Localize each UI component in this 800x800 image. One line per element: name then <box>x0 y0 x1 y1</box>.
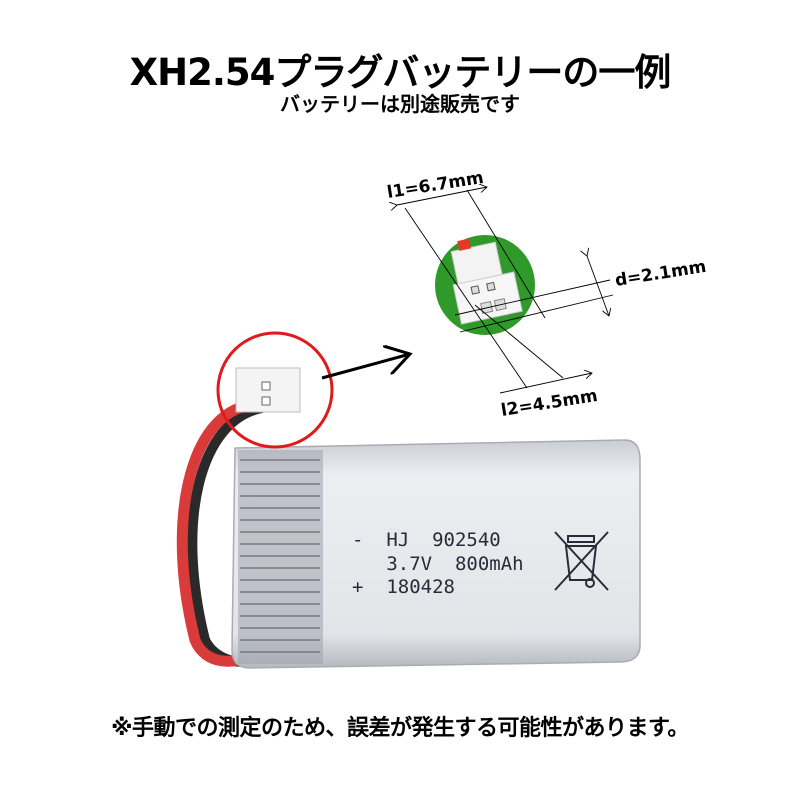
crossed-out-wheelie-bin-icon <box>554 531 609 591</box>
battery-body <box>231 439 641 669</box>
page-title: XH2.54プラグバッテリーの一例 <box>129 51 672 94</box>
battery-label: - HJ 902540 3.7V 800mAh + 180428 <box>352 529 609 598</box>
dimension-l2: l2=4.5mm <box>500 386 599 421</box>
battery-connector <box>235 367 301 413</box>
label-line-date: + 180428 <box>352 576 455 598</box>
measurement-note: ※手動での測定のため、誤差が発生する可能性があります。 <box>111 716 689 741</box>
battery-wires <box>176 399 264 667</box>
connector-detail <box>435 235 535 335</box>
page-subtitle: バッテリーは別途販売です <box>280 92 520 116</box>
label-line-spec: 3.7V 800mAh <box>352 553 524 575</box>
label-line-model: - HJ 902540 <box>352 529 501 551</box>
pointer-arrow <box>321 354 410 380</box>
dimension-lines <box>397 187 614 394</box>
dimension-d: d=2.1mm <box>614 257 708 291</box>
highlight-circle <box>216 331 334 449</box>
